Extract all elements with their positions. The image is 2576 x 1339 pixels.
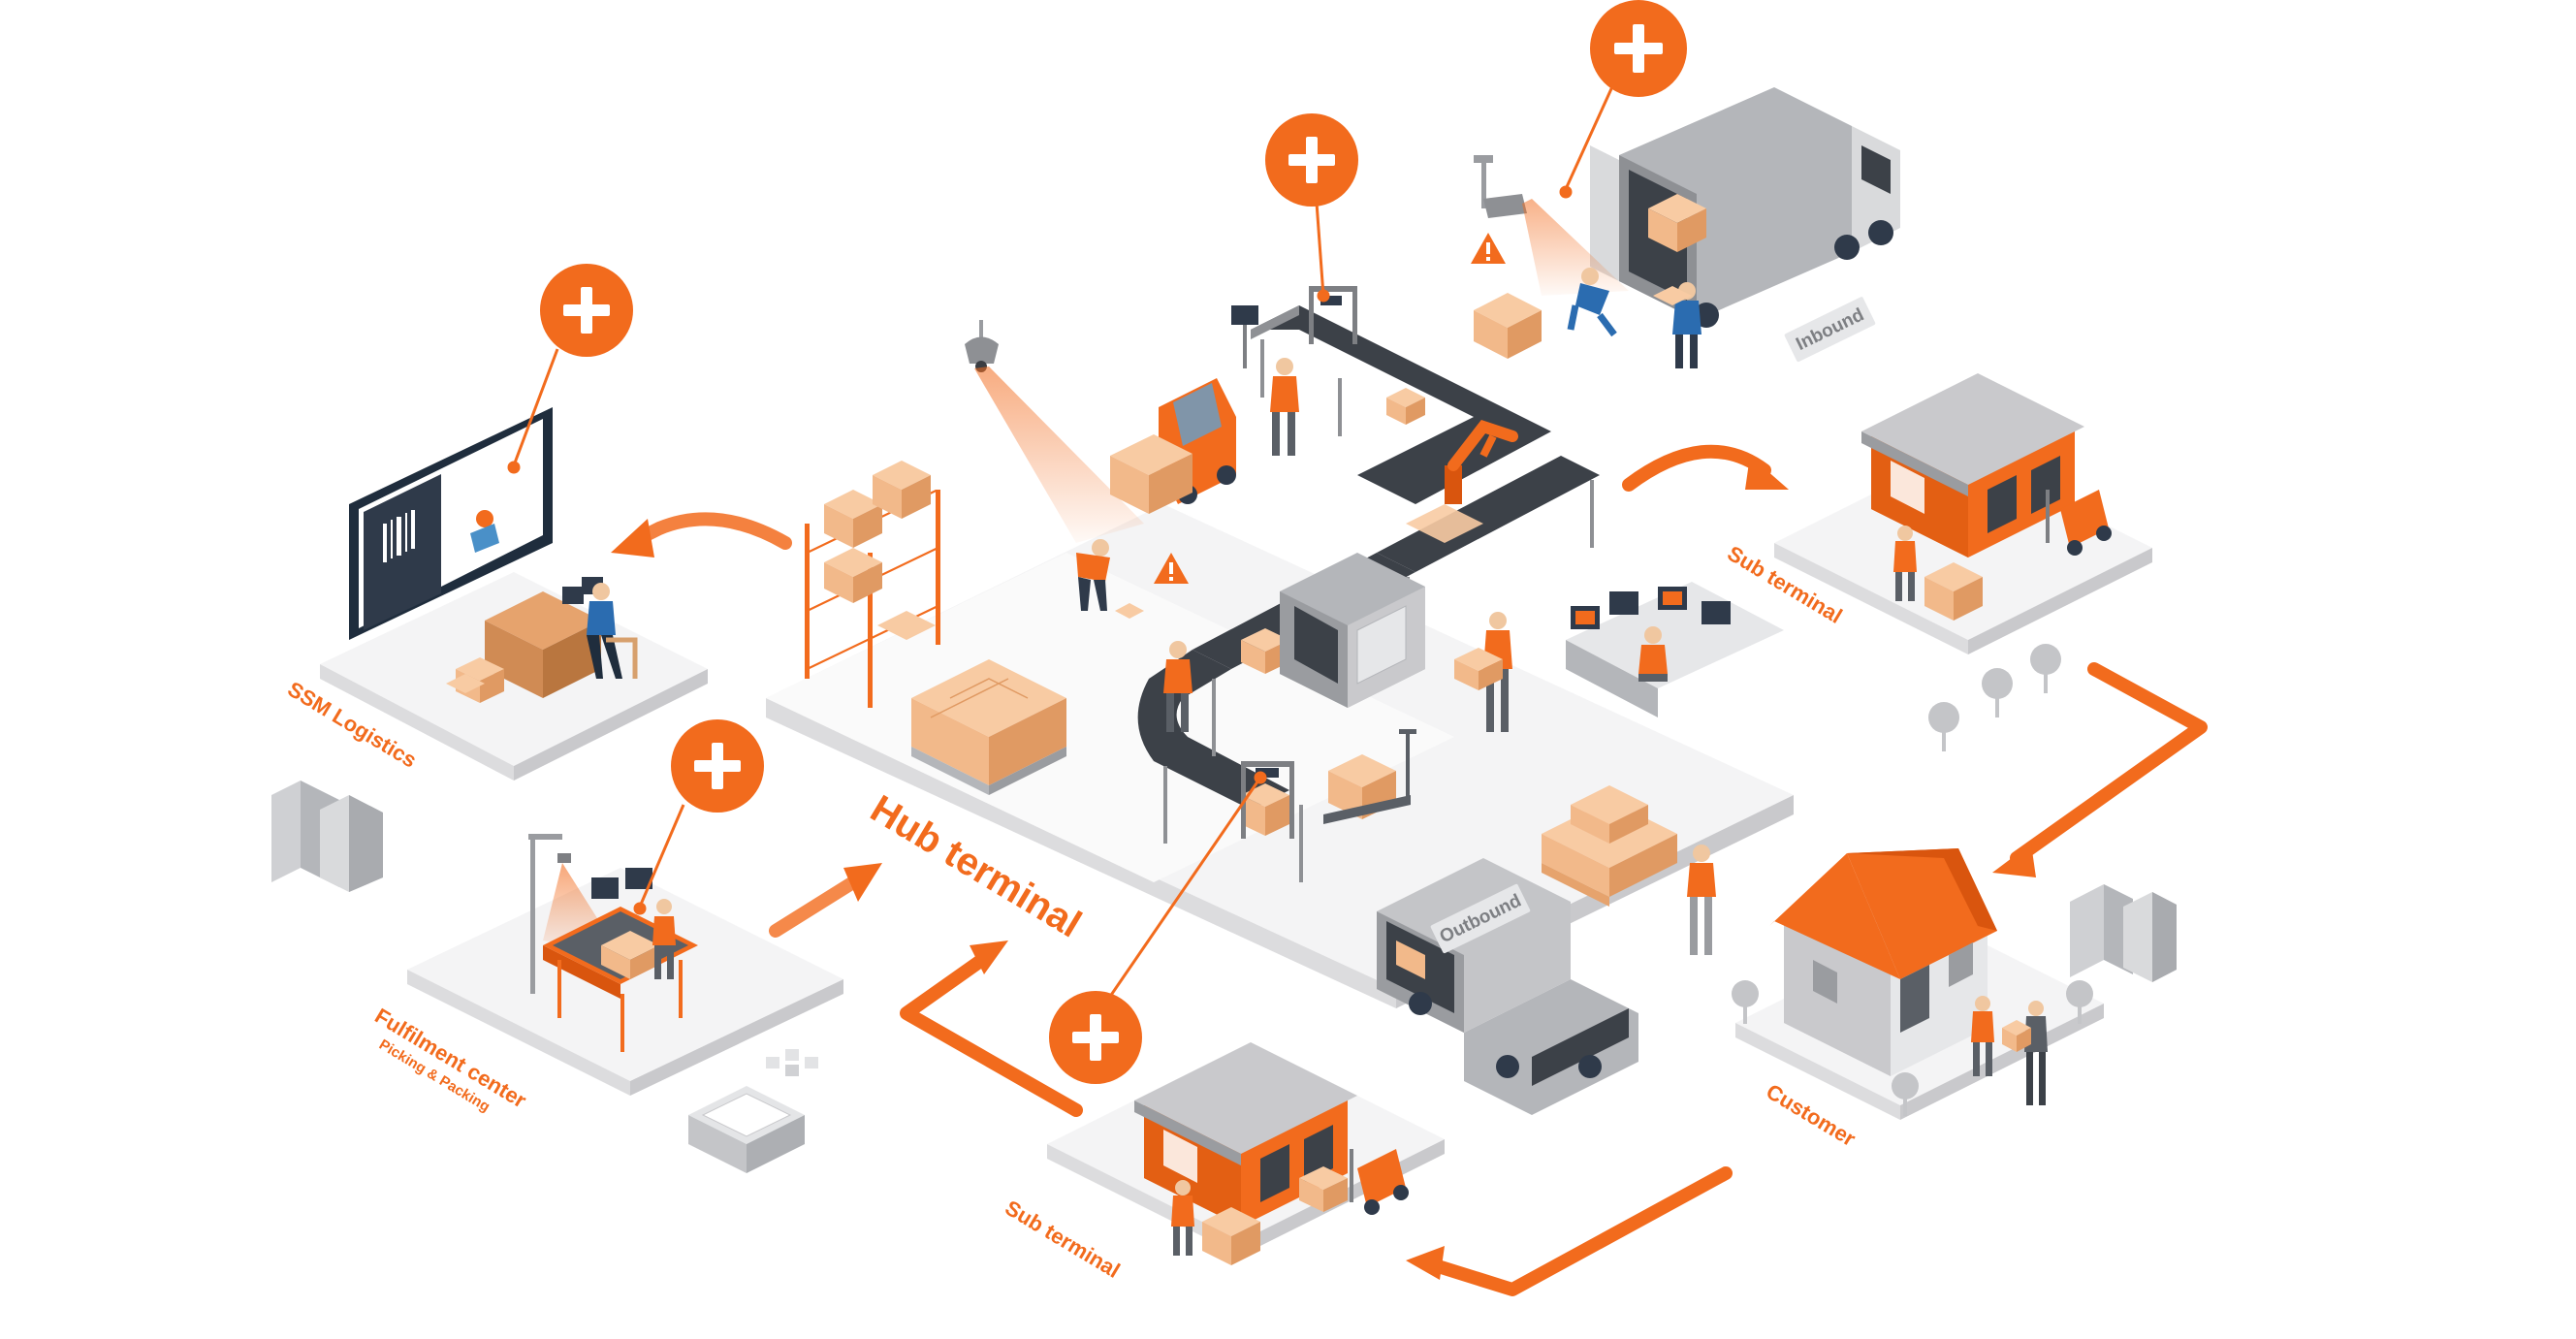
plus-icon	[1614, 24, 1663, 73]
customer-house	[1769, 848, 1997, 1076]
hotspot-conveyor-scanner[interactable]	[1049, 991, 1142, 1084]
flow-arrow-icon	[2010, 662, 2208, 865]
delivery-person	[2002, 1001, 2048, 1105]
sub-top-boxes	[1924, 562, 1983, 621]
worker-conveyor-left	[1163, 641, 1193, 732]
rack-boxes	[824, 461, 936, 640]
security-camera	[1474, 155, 1527, 218]
hub-scene	[805, 286, 1784, 1115]
sub-terminal-bottom-scene	[1134, 1042, 1409, 1265]
worker-center	[1454, 612, 1512, 732]
warehouse-building	[1861, 373, 2084, 558]
office-building-left	[271, 781, 383, 892]
bending-worker	[1076, 539, 1144, 619]
sub-terminal-top-scene	[1861, 373, 2112, 621]
plus-icon	[1072, 1014, 1119, 1061]
hotspot-ssm-monitor[interactable]	[540, 264, 633, 357]
hotspot-scanner[interactable]	[1265, 113, 1358, 207]
plus-icon	[694, 743, 741, 789]
pallet-boxes	[911, 659, 1066, 795]
ssm-worker	[587, 583, 638, 679]
flow-arrows	[611, 444, 2208, 1296]
inbound-truck	[1590, 87, 1900, 328]
hotspot-truck-camera[interactable]	[1590, 0, 1687, 97]
unloading-worker	[1653, 282, 1701, 368]
trees	[1732, 644, 2093, 1116]
fulfilment-scene	[528, 834, 698, 1052]
packing-box	[601, 931, 659, 979]
inbound-tag: Inbound	[1784, 297, 1876, 363]
plus-icon	[563, 287, 610, 334]
flow-arrow-icon	[1992, 844, 2036, 877]
fulfilment-worker	[652, 899, 676, 979]
sub-top-worker	[1893, 526, 1917, 601]
worker-top	[1270, 358, 1299, 456]
flow-arrow-icon	[769, 876, 860, 938]
sub-terminal-bottom-label: Sub terminal	[1001, 1196, 1124, 1283]
big-monitor	[349, 407, 553, 640]
hotspot-connectors	[507, 81, 1616, 1004]
ssm-boxes	[446, 657, 504, 703]
sub-bottom-boxes	[1202, 1166, 1348, 1265]
flow-arrow-icon	[611, 519, 654, 558]
background-buildings	[271, 644, 2177, 1173]
outbound-pallet	[1542, 785, 1677, 907]
outbound-worker	[1687, 845, 1716, 955]
flow-arrow-icon	[1406, 1246, 1445, 1280]
flow-arrow-icon	[970, 940, 1008, 974]
warehouse-building-left	[688, 1086, 805, 1173]
hotspots	[540, 0, 1687, 1084]
warehouse-building	[1134, 1042, 1357, 1227]
customer-scene	[1769, 848, 2048, 1105]
hub-workers	[1163, 358, 1512, 732]
dome-camera	[965, 320, 999, 372]
inbound-scene	[1471, 87, 1900, 368]
barcode-icon	[383, 510, 415, 562]
conveyor-boxes	[1241, 388, 1425, 836]
customer-person	[1971, 996, 1994, 1076]
workstation-monitors	[591, 868, 652, 899]
forklift	[1110, 378, 1236, 514]
camera-beam	[974, 367, 1144, 543]
ssm-logistics-scene	[349, 407, 638, 703]
flow-arrow-icon	[843, 863, 882, 902]
robotic-arm	[1406, 419, 1518, 543]
falling-worker	[1567, 268, 1617, 337]
flow-arrow-icon	[1622, 444, 1771, 492]
ssm-desk	[485, 577, 603, 698]
sub-bottom-forklift	[1350, 1149, 1409, 1215]
hotspot-fulfilment-camera[interactable]	[671, 719, 764, 813]
warning-icon	[1471, 233, 1506, 264]
scanner-gate-top	[1231, 286, 1357, 368]
sub-bottom-worker	[1171, 1180, 1194, 1256]
flow-arrow-icon	[633, 512, 792, 550]
camera-pole	[528, 834, 571, 994]
office-building-right	[2070, 884, 2177, 982]
small-blocks-left	[766, 1049, 818, 1076]
flow-arrow-icon	[900, 948, 1083, 1117]
scanning-tunnel	[1280, 553, 1425, 708]
camera-beam	[1522, 199, 1629, 296]
sub-top-forklift	[2046, 490, 2112, 556]
flow-arrow-icon	[1745, 456, 1789, 490]
flow-arrow-icon	[1428, 1166, 1733, 1296]
warning-icon	[1154, 553, 1189, 584]
inbound-pallet	[1474, 293, 1542, 359]
control-room	[1566, 582, 1784, 717]
pallet-jack	[1323, 729, 1416, 824]
storage-rack	[805, 461, 940, 708]
plus-icon	[1288, 137, 1335, 183]
